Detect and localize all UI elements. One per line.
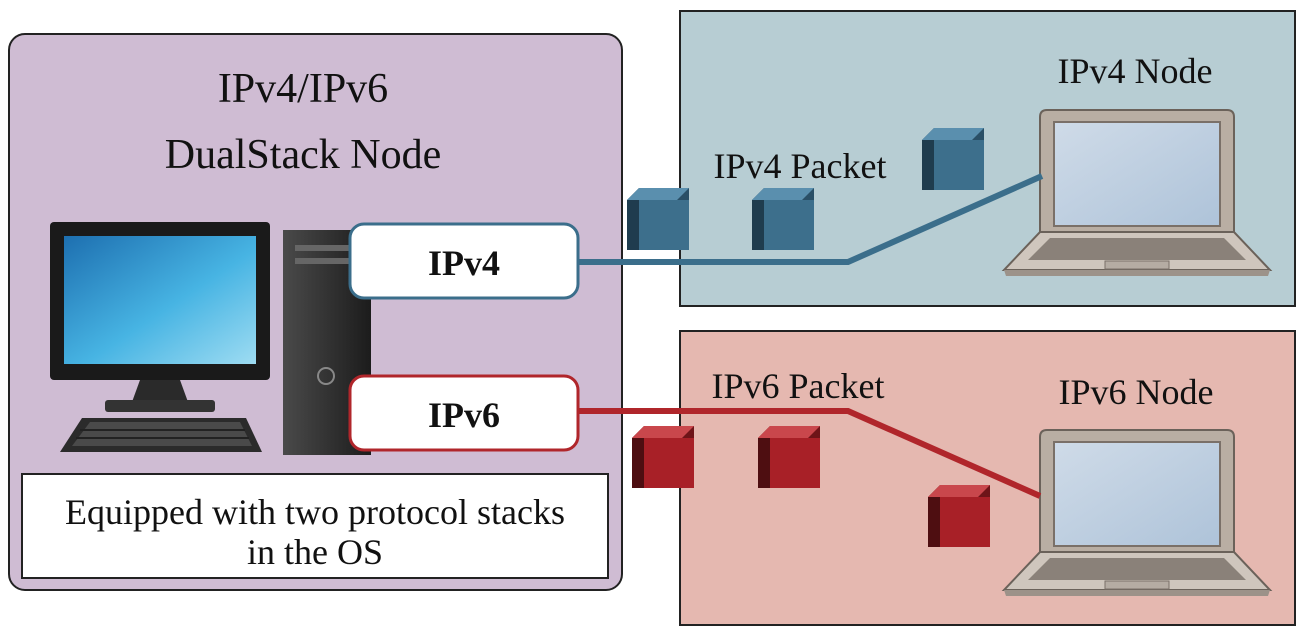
ipv4-packet-cube-icon <box>627 188 689 250</box>
ipv4-packet-label: IPv4 Packet <box>714 146 887 186</box>
ipv6-packet-cube-icon <box>632 426 694 488</box>
ipv6-stack-label: IPv6 <box>428 395 500 435</box>
ipv6-packet-label: IPv6 Packet <box>712 366 885 406</box>
ipv6-link <box>578 408 1042 499</box>
note-line1: Equipped with two protocol stacks <box>65 492 565 532</box>
ipv6-stack-box <box>348 374 580 452</box>
ipv6-packet-cube-icon <box>928 485 990 547</box>
ipv6-node-label: IPv6 Node <box>1059 372 1214 412</box>
ipv4-packet-cube-icon <box>922 128 984 190</box>
desktop-monitor-icon <box>50 222 270 412</box>
note-line2: in the OS <box>247 532 383 572</box>
dualstack-title-line2: DualStack Node <box>165 132 441 178</box>
ipv4-laptop-icon <box>1003 109 1271 277</box>
ipv4-stack-label: IPv4 <box>428 243 500 283</box>
ipv4-link <box>578 173 1044 265</box>
ipv6-packet-cube-icon <box>758 426 820 488</box>
ipv4-packet-cube-icon <box>752 188 814 250</box>
dualstack-title-line1: IPv4/IPv6 <box>218 66 388 112</box>
ipv4-node-label: IPv4 Node <box>1058 51 1213 91</box>
keyboard-icon <box>60 418 262 452</box>
ipv4-stack-box <box>348 222 580 300</box>
note-box <box>21 473 609 579</box>
ipv6-laptop-icon <box>1003 429 1271 597</box>
